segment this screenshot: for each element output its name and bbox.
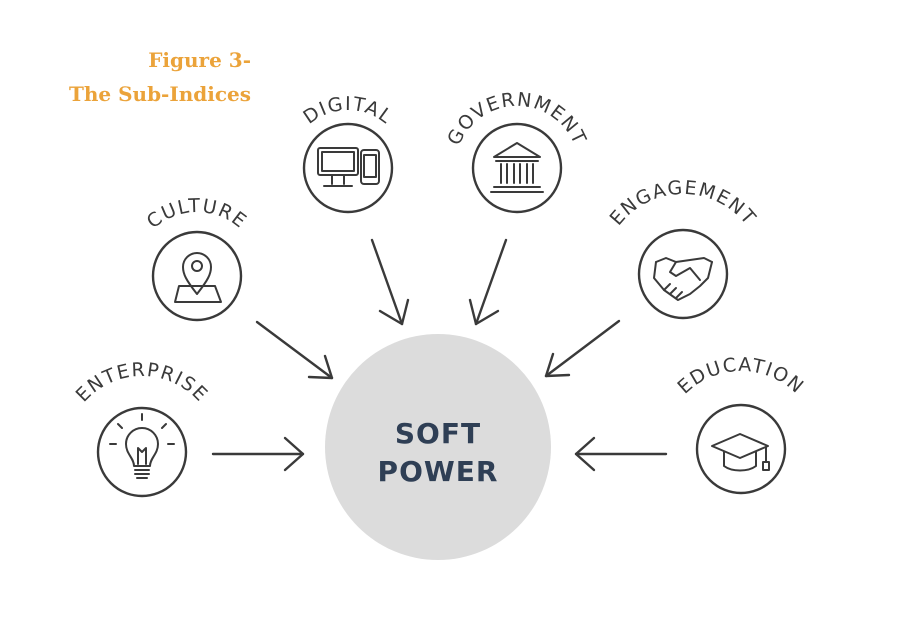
graduation-cap-icon [711, 433, 770, 472]
arrow-enterprise [211, 436, 305, 472]
center-label-soft: SOFT [395, 417, 481, 450]
arrow-culture [255, 320, 334, 380]
figure-title-line2: The Sub-Indices [68, 82, 251, 106]
node-education: EDUCATION [673, 354, 808, 495]
engagement-circle [637, 228, 729, 320]
arrow-education [574, 436, 668, 472]
arrow-digital [370, 238, 410, 326]
education-circle [695, 403, 787, 495]
culture-circle [151, 230, 243, 322]
figure-title-line1: Figure 3- [148, 48, 251, 72]
government-building-icon [490, 142, 544, 193]
education-label: EDUCATION [673, 354, 808, 399]
center-label-power: POWER [378, 455, 499, 488]
government-circle [471, 122, 563, 214]
map-pin-icon [174, 252, 222, 303]
node-culture: CULTURE [143, 195, 252, 322]
arrow-engagement [544, 319, 621, 378]
enterprise-label: ENTERPRISE [72, 359, 213, 407]
digital-circle [302, 122, 394, 214]
arrow-government [468, 238, 508, 326]
soft-power-center: SOFT POWER [325, 334, 551, 560]
node-engagement: ENGAGEMENT [606, 177, 761, 320]
node-enterprise: ENTERPRISE [72, 359, 213, 498]
node-digital: DIGITAL [299, 93, 395, 214]
light-bulb-icon [109, 413, 175, 479]
handshake-icon [653, 257, 713, 301]
center-circle [325, 334, 551, 560]
computer-monitor-icon [317, 147, 380, 187]
node-government: GOVERNMENT [443, 89, 589, 214]
engagement-label: ENGAGEMENT [606, 177, 761, 230]
arrows [211, 238, 668, 472]
culture-label: CULTURE [143, 195, 252, 233]
